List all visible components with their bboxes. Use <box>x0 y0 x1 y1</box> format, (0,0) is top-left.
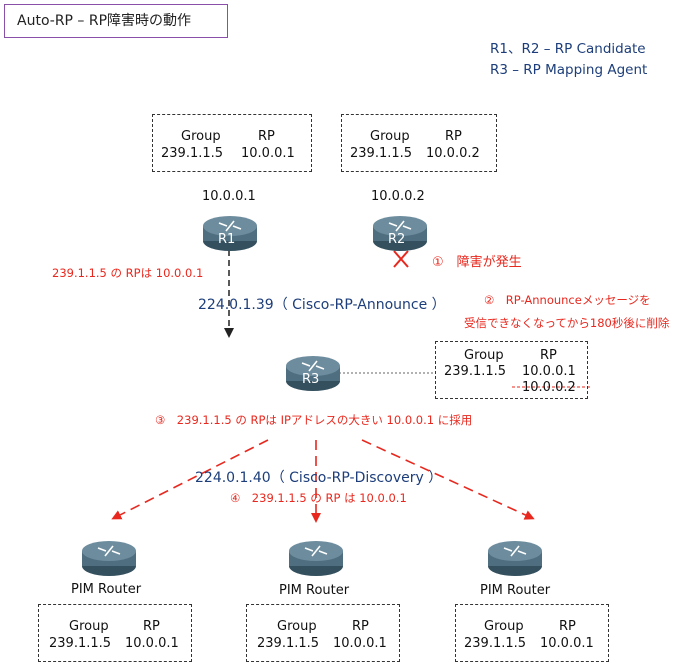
r1-rp-table: Group RP 239.1.1.5 10.0.0.1 <box>152 114 312 172</box>
table-cell-rp: 10.0.0.1 <box>241 146 295 161</box>
table-cell-rp: 10.0.0.2 <box>426 146 480 161</box>
step1-failure: ① 障害が発生 <box>432 255 522 270</box>
pim3-rp-table: Group RP 239.1.1.5 10.0.0.1 <box>455 604 609 662</box>
table-header-rp: RP <box>559 619 576 634</box>
router-r3: R3 <box>283 353 343 397</box>
table-header-group: Group <box>370 129 410 144</box>
pim2-rp-table: Group RP 239.1.1.5 10.0.0.1 <box>246 604 400 662</box>
pim-router-2-label: PIM Router <box>279 583 350 598</box>
table-cell-rp: 10.0.0.1 <box>522 364 576 379</box>
table-cell-rp: 10.0.0.1 <box>540 636 594 651</box>
table-cell-group: 239.1.1.5 <box>444 364 507 379</box>
table-header-rp: RP <box>258 129 275 144</box>
table-header-rp: RP <box>143 619 160 634</box>
r2-rp-table: Group RP 239.1.1.5 10.0.0.2 <box>341 114 497 172</box>
legend-candidate: R1、R2 – RP Candidate <box>490 41 646 57</box>
table-header-group: Group <box>464 348 504 363</box>
table-header-rp: RP <box>445 129 462 144</box>
table-header-group: Group <box>277 619 317 634</box>
r1-rp-note: 239.1.1.5 の RPは 10.0.0.1 <box>52 266 204 280</box>
pim-router-1 <box>79 538 139 582</box>
step2-line1: ② RP-Announceメッセージを <box>484 293 651 307</box>
discovery-group-label: 224.0.1.40（ Cisco-RP-Discovery ） <box>195 470 443 486</box>
table-cell-rp: 10.0.0.1 <box>333 636 387 651</box>
table-cell-rp-deleted: 10.0.0.2 <box>522 380 576 395</box>
table-cell-group: 239.1.1.5 <box>257 636 320 651</box>
pim-router-2 <box>286 538 346 582</box>
pim-router-1-label: PIM Router <box>71 582 142 597</box>
router-icon <box>488 541 542 576</box>
table-header-rp: RP <box>352 619 369 634</box>
step4-note: ④ 239.1.1.5 の RP は 10.0.0.1 <box>230 491 407 505</box>
table-header-rp: RP <box>540 348 557 363</box>
r3-rp-table: Group RP 239.1.1.5 10.0.0.1 10.0.0.2 <box>435 341 588 399</box>
r1-ip: 10.0.0.1 <box>202 189 256 204</box>
table-cell-group: 239.1.1.5 <box>350 146 413 161</box>
step2-line2: 受信できなくなってから180秒後に削除 <box>464 316 670 330</box>
table-cell-group: 239.1.1.5 <box>161 146 224 161</box>
pim1-rp-table: Group RP 239.1.1.5 10.0.0.1 <box>38 604 192 662</box>
table-header-group: Group <box>69 619 109 634</box>
table-cell-group: 239.1.1.5 <box>464 636 527 651</box>
step3-note: ③ 239.1.1.5 の RPは IPアドレスの大きい 10.0.0.1 に採… <box>155 413 473 427</box>
announce-group-label: 224.0.1.39（ Cisco-RP-Announce ） <box>198 297 446 313</box>
table-cell-rp: 10.0.0.1 <box>125 636 179 651</box>
router-icon <box>82 541 136 576</box>
router-r2: R2 <box>370 213 430 257</box>
router-label: R3 <box>302 372 320 387</box>
router-label: R1 <box>218 232 236 247</box>
router-label: R2 <box>388 232 406 247</box>
router-r1: R1 <box>200 213 260 257</box>
failure-x-icon <box>393 250 409 268</box>
table-header-group: Group <box>484 619 524 634</box>
table-header-group: Group <box>181 129 221 144</box>
router-icon <box>373 216 427 251</box>
router-icon <box>203 216 257 251</box>
diagram-title: Auto-RP – RP障害時の動作 <box>4 4 228 38</box>
router-icon <box>286 356 340 391</box>
legend-mapping-agent: R3 – RP Mapping Agent <box>490 62 648 78</box>
pim-router-3 <box>485 538 545 582</box>
pim-router-3-label: PIM Router <box>480 583 551 598</box>
router-icon <box>289 541 343 576</box>
r2-ip: 10.0.0.2 <box>371 189 425 204</box>
discovery-arrow-left <box>111 439 269 520</box>
table-cell-group: 239.1.1.5 <box>49 636 112 651</box>
